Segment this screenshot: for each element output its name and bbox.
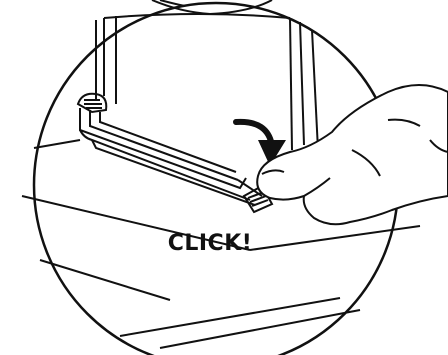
latch-knob-left — [78, 94, 106, 112]
pressing-finger-icon — [257, 85, 448, 224]
click-label: CLICK! — [168, 231, 253, 256]
